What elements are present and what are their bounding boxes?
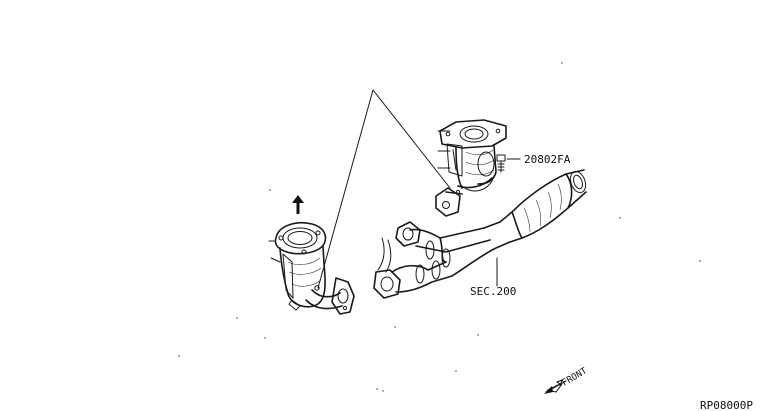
front-direction-indicator: FRONT bbox=[544, 366, 589, 394]
speckle-dots bbox=[178, 62, 701, 392]
stud-bolt bbox=[496, 154, 506, 173]
front-arrow-icon bbox=[544, 379, 567, 394]
front-exhaust-tube bbox=[373, 221, 511, 299]
diagram-code: RP08000P bbox=[700, 399, 753, 411]
rear-catalytic-converter bbox=[435, 119, 507, 217]
front-catalytic-converter bbox=[268, 222, 355, 315]
section-reference: SEC.200 bbox=[470, 285, 516, 298]
stud-part-number: 20802FA bbox=[524, 153, 571, 166]
center-catalytic-converter bbox=[499, 169, 587, 243]
up-arrow-icon bbox=[292, 195, 304, 214]
shared-callout-leader bbox=[317, 89, 451, 289]
leader-lines bbox=[437, 130, 521, 287]
front-label: FRONT bbox=[561, 366, 590, 388]
